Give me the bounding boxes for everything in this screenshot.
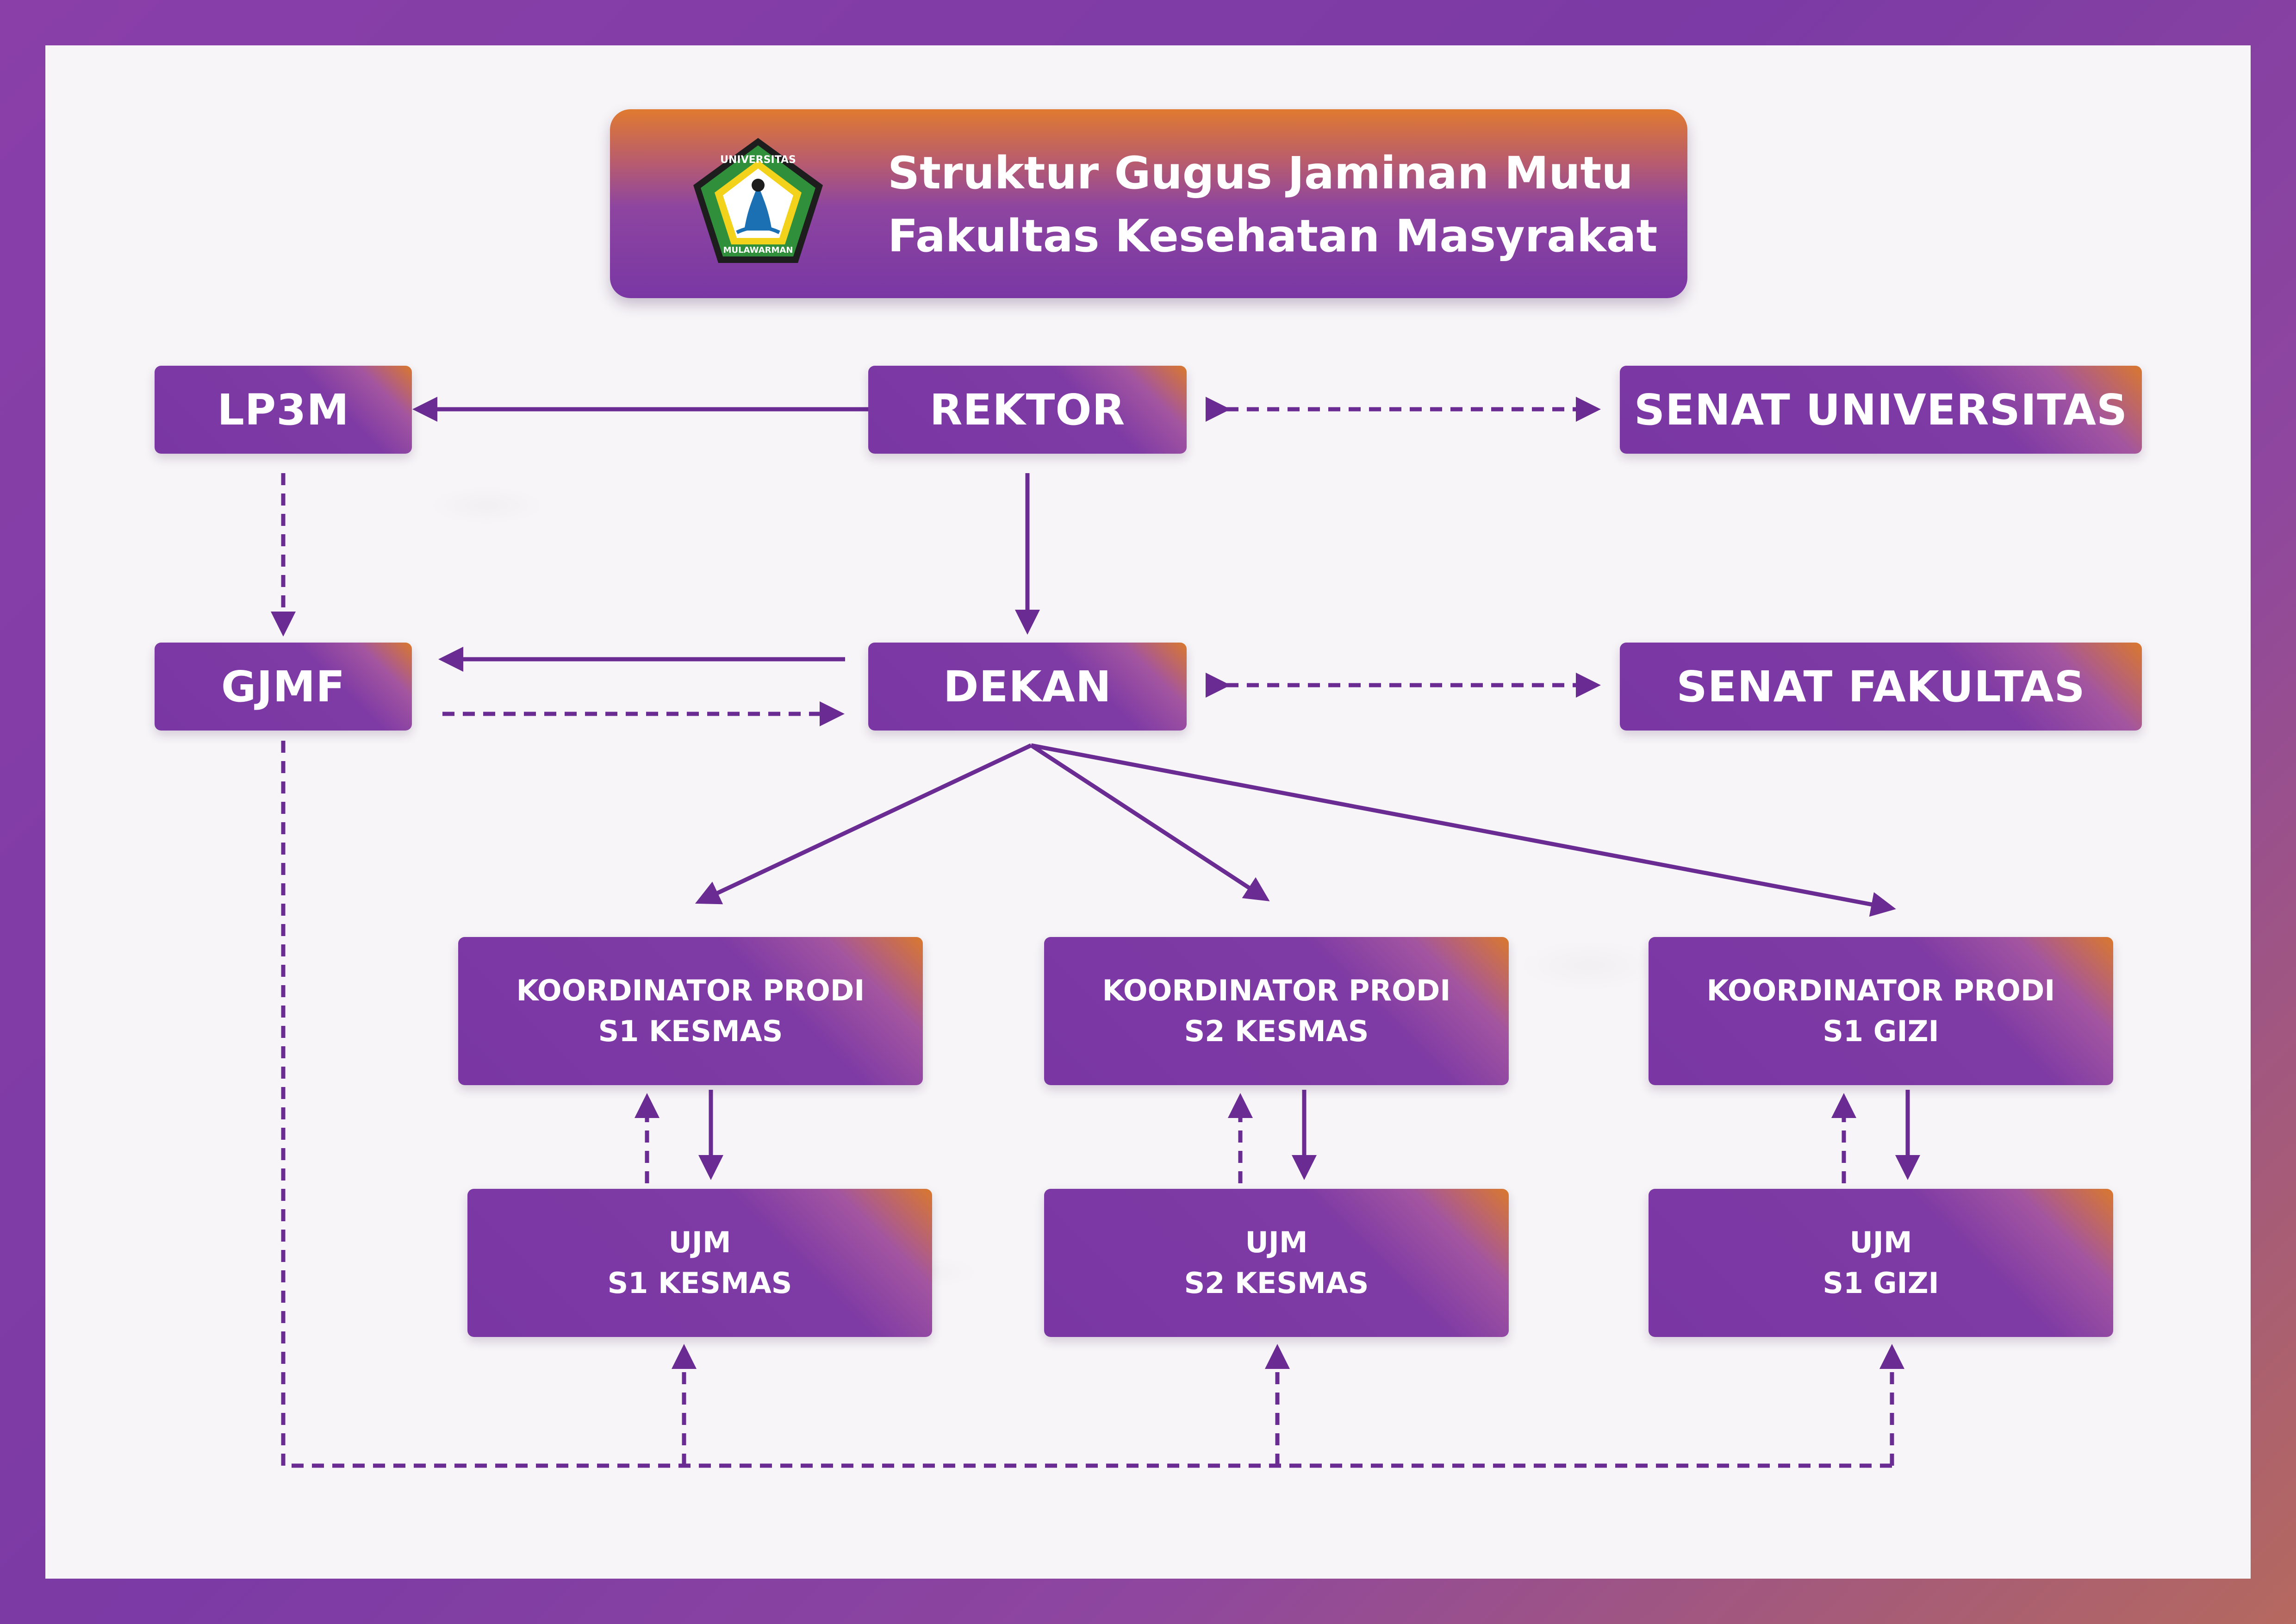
edge-dekan-kp-s1-gizi (1031, 743, 1896, 917)
node-senat-universitas: SENAT UNIVERSITAS (1620, 366, 2142, 454)
edge-gjmf-bus (281, 741, 1892, 1468)
node-ujm-s1-kesmas-line1: UJM (668, 1225, 731, 1259)
node-ujm-s1-gizi-line1: UJM (1849, 1225, 1912, 1259)
node-kp-s1-kesmas-line2: S1 KESMAS (598, 1014, 783, 1048)
page-title: Struktur Gugus Jaminan Mutu Fakultas Kes… (888, 142, 1657, 268)
node-ujm-s2-kesmas-line2: S2 KESMAS (1184, 1266, 1369, 1300)
node-ujm-s1-kesmas: UJM S1 KESMAS (467, 1189, 932, 1337)
node-lp3m: LP3M (155, 366, 412, 454)
node-ujm-s1-gizi: UJM S1 GIZI (1649, 1189, 2113, 1337)
node-kp-s1-gizi-line1: KOORDINATOR PRODI (1706, 974, 2055, 1007)
node-kp-s2-kesmas: KOORDINATOR PRODI S2 KESMAS (1044, 937, 1509, 1085)
node-rektor: REKTOR (868, 366, 1187, 454)
node-ujm-s2-kesmas-line1: UJM (1245, 1225, 1308, 1259)
node-lp3m-label: LP3M (217, 385, 349, 435)
node-kp-s1-kesmas-line1: KOORDINATOR PRODI (516, 974, 865, 1007)
title-card: UNIVERSITAS MULAWARMAN Struktur Gugus Ja… (610, 109, 1687, 298)
page-title-line-1: Struktur Gugus Jaminan Mutu (888, 147, 1633, 199)
logo-text-bottom: MULAWARMAN (723, 245, 793, 255)
node-senat-universitas-label: SENAT UNIVERSITAS (1634, 385, 2128, 435)
node-gjmf: GJMF (155, 643, 412, 731)
node-senat-fakultas-label: SENAT FAKULTAS (1676, 662, 2085, 712)
edge-dekan-kp-s2-kesmas (1030, 743, 1270, 901)
edge-dekan-kp-s1-kesmas (695, 743, 1032, 905)
node-kp-s1-gizi-line2: S1 GIZI (1823, 1014, 1939, 1048)
node-rektor-label: REKTOR (929, 385, 1126, 435)
node-dekan: DEKAN (868, 643, 1187, 731)
node-kp-s2-kesmas-line1: KOORDINATOR PRODI (1102, 974, 1451, 1007)
node-kp-s2-kesmas-line2: S2 KESMAS (1184, 1014, 1369, 1048)
node-ujm-s2-kesmas: UJM S2 KESMAS (1044, 1189, 1509, 1337)
node-senat-fakultas: SENAT FAKULTAS (1620, 643, 2142, 731)
node-ujm-s1-gizi-line2: S1 GIZI (1823, 1266, 1939, 1300)
node-kp-s1-kesmas: KOORDINATOR PRODI S1 KESMAS (458, 937, 923, 1085)
logo-text-top: UNIVERSITAS (720, 154, 796, 166)
node-kp-s1-gizi: KOORDINATOR PRODI S1 GIZI (1649, 937, 2113, 1085)
node-ujm-s1-kesmas-line2: S1 KESMAS (607, 1266, 792, 1300)
node-gjmf-label: GJMF (221, 662, 346, 712)
diagram-frame (45, 45, 2251, 1579)
node-dekan-label: DEKAN (943, 662, 1112, 712)
university-seal-icon: UNIVERSITAS MULAWARMAN (693, 138, 823, 263)
page-title-line-2: Fakultas Kesehatan Masyrakat (888, 210, 1658, 262)
